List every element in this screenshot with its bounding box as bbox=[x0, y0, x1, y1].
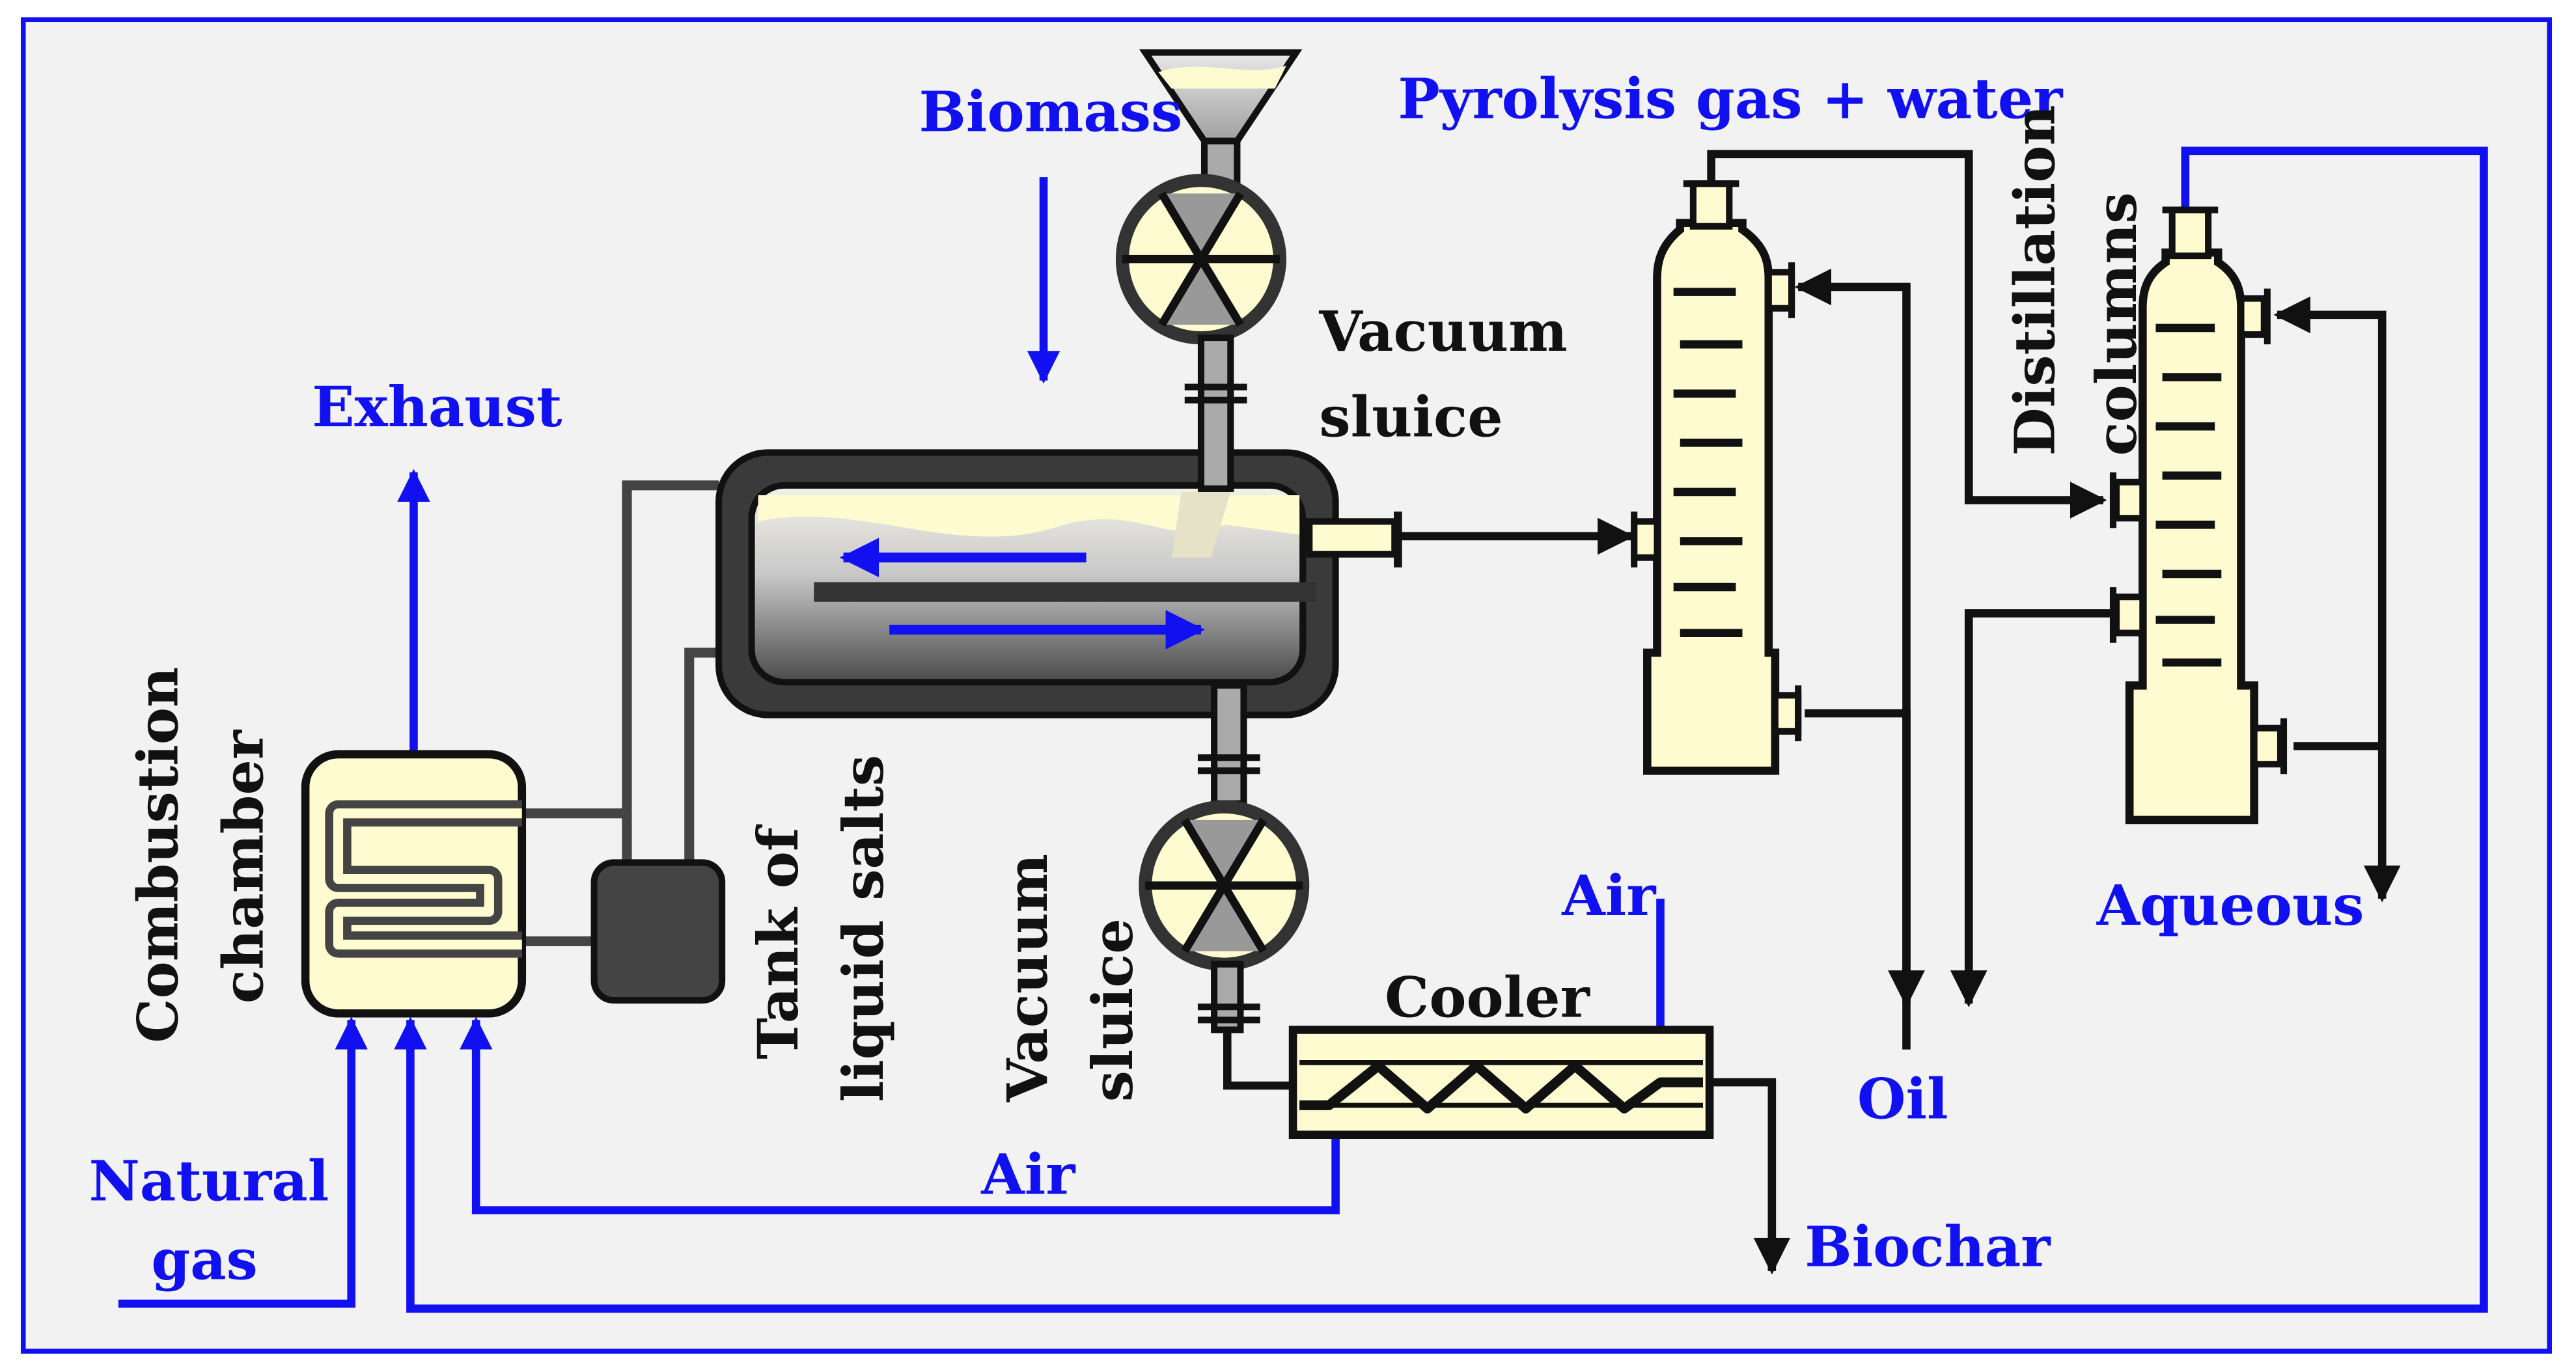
recycle-loop-line bbox=[394, 146, 2488, 1313]
label-combustion: Combustion bbox=[126, 667, 191, 1043]
reactor bbox=[715, 449, 1402, 718]
biomass-bed bbox=[758, 495, 1300, 537]
salt-tank bbox=[590, 859, 726, 1004]
cooler bbox=[1288, 1026, 1714, 1140]
column2-side-to-oil bbox=[1950, 609, 2112, 1007]
sluice-to-cooler bbox=[1223, 1024, 1294, 1090]
label-biochar: Biochar bbox=[1805, 1214, 2051, 1279]
combustion-chamber bbox=[301, 750, 527, 1018]
label-vacuum-sluice-bottom-2: sluice bbox=[1081, 918, 1146, 1102]
distillation-column-2 bbox=[2109, 206, 2288, 825]
label-vacuum-sluice-top-1: Vacuum bbox=[1318, 299, 1567, 364]
label-biomass: Biomass bbox=[919, 80, 1183, 145]
label-pyrolysis-gas: Pyrolysis gas + water bbox=[1398, 66, 2063, 131]
label-oil: Oil bbox=[1857, 1067, 1948, 1132]
label-vacuum-sluice-bottom-1: Vacuum bbox=[995, 854, 1060, 1102]
natural-gas-line bbox=[118, 1017, 368, 1308]
blue-flow-lines bbox=[118, 146, 2488, 1313]
label-tank-of: Tank of bbox=[746, 824, 811, 1059]
label-aqueous: Aqueous bbox=[2096, 873, 2364, 938]
black-flow-lines bbox=[1223, 150, 2401, 1275]
label-natural-gas-2: gas bbox=[151, 1227, 258, 1292]
label-exhaust: Exhaust bbox=[312, 375, 562, 440]
cooler-coil bbox=[1299, 1061, 1704, 1113]
label-natural-gas-1: Natural bbox=[89, 1149, 329, 1214]
column1-top-to-column2 bbox=[1707, 150, 2107, 519]
label-liquid-salts: liquid salts bbox=[831, 755, 896, 1102]
label-distillation: Distillation bbox=[2002, 105, 2068, 456]
reactor-baffle bbox=[814, 582, 1316, 602]
label-air-top: Air bbox=[1561, 864, 1656, 929]
cooler-to-biochar bbox=[1710, 1078, 1791, 1275]
vacuum-sluice-top bbox=[1115, 174, 1286, 492]
column1-bottom-to-oil bbox=[1805, 709, 1925, 1007]
biomass-hopper bbox=[1139, 49, 1303, 194]
air-line-to-combustion bbox=[459, 1017, 1340, 1214]
label-cooler: Cooler bbox=[1385, 965, 1590, 1030]
column2-reflux bbox=[2273, 296, 2387, 750]
label-columns: columns bbox=[2084, 192, 2150, 456]
label-vacuum-sluice-top-2: sluice bbox=[1319, 385, 1503, 450]
distillation-column-1 bbox=[1631, 180, 1802, 775]
label-air-bottom: Air bbox=[980, 1142, 1075, 1207]
vacuum-sluice-bottom bbox=[1139, 682, 1310, 1033]
label-chamber: chamber bbox=[212, 730, 277, 1004]
